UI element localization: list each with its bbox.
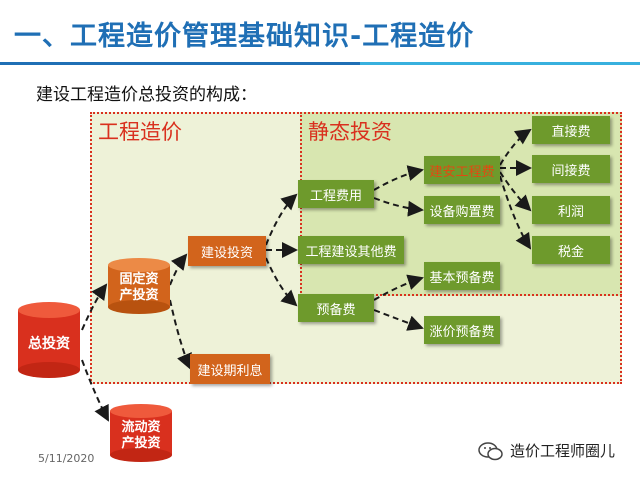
node-equipment-fee: 设备购置费	[424, 196, 500, 224]
link-reserve-basic	[373, 274, 424, 301]
title-divider	[0, 62, 640, 65]
node-construction-interest: 建设期利息	[190, 354, 270, 384]
link-total-current	[81, 359, 109, 422]
link-fixed-interest	[169, 299, 192, 370]
node-current-line1: 流动资	[121, 420, 161, 435]
node-fixed-asset	[108, 258, 170, 314]
node-engineering-fee: 工程费用	[298, 180, 374, 208]
node-basic-reserve: 基本预备费	[424, 262, 500, 290]
node-fixed-line1: 固定资	[119, 272, 159, 287]
link-build-tax	[499, 175, 532, 250]
region-label-static-investment: 静态投资	[308, 120, 392, 144]
link-construction-reserve	[265, 257, 298, 307]
wechat-icon	[478, 441, 503, 460]
node-fixed-line2: 产投资	[119, 288, 159, 303]
node-current-asset	[110, 404, 172, 462]
watermark-text: 造价工程师圈儿	[510, 442, 616, 460]
node-reserve-fee: 预备费	[298, 294, 374, 322]
link-total-fixed	[81, 283, 108, 331]
node-price-reserve: 涨价预备费	[424, 316, 500, 344]
link-eng-equip	[373, 197, 424, 217]
link-eng-build	[373, 165, 424, 191]
link-build-profit	[499, 171, 532, 212]
link-build-direct	[499, 128, 532, 166]
node-other-fee: 工程建设其他费	[298, 236, 404, 264]
node-fixed-label: 固定资 产投资	[106, 272, 172, 304]
node-indirect-fee: 间接费	[532, 155, 610, 183]
node-profit: 利润	[532, 196, 610, 224]
node-tax: 税金	[532, 236, 610, 264]
node-current-line2: 产投资	[121, 436, 161, 451]
slide-date: 5/11/2020	[38, 452, 95, 465]
node-direct-fee: 直接费	[532, 116, 610, 144]
node-total-investment	[18, 302, 80, 378]
title-divider-accent	[360, 62, 640, 65]
node-build-install-fee: 建安工程费	[424, 156, 500, 184]
link-construction-eng	[265, 193, 298, 246]
region-label-project-cost: 工程造价	[98, 120, 182, 144]
slide-subtitle: 建设工程造价总投资的构成：	[36, 85, 257, 105]
link-fixed-construction	[169, 253, 188, 286]
watermark: 造价工程师圈儿	[478, 440, 615, 461]
node-current-label: 流动资 产投资	[108, 420, 174, 452]
node-construction-investment: 建设投资	[188, 236, 266, 266]
link-reserve-price	[373, 309, 424, 331]
page-title: 一、工程造价管理基础知识-工程造价	[14, 21, 475, 52]
node-total-label: 总投资	[28, 336, 70, 352]
